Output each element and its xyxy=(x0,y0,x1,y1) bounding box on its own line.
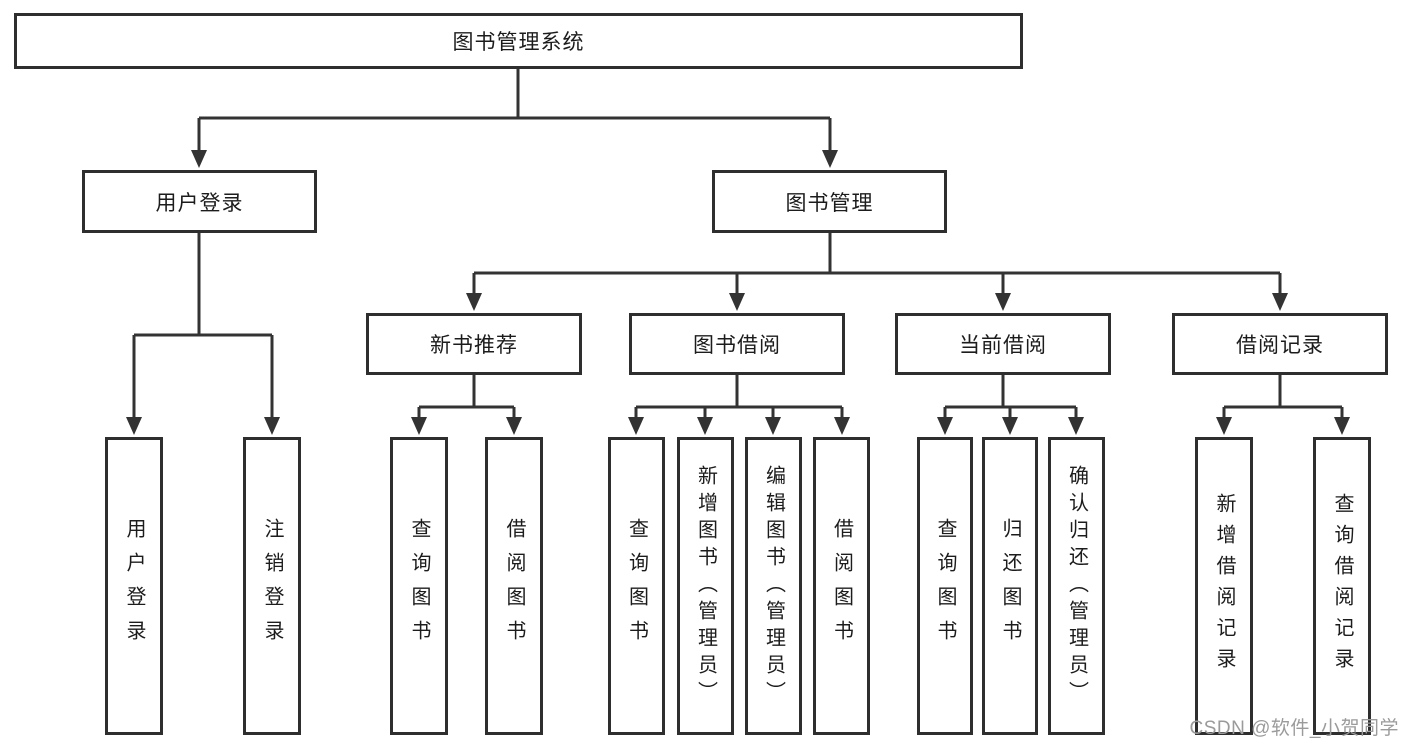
leaf-label: 查询图书 xyxy=(934,518,956,654)
leaf-borrow-books-recommend: 借阅图书 xyxy=(485,437,543,735)
leaf-borrow-books: 借阅图书 xyxy=(813,437,870,735)
node-user-login: 用户登录 xyxy=(82,170,317,233)
leaf-label: 编辑图书（管理员） xyxy=(762,464,785,708)
node-current-borrowing: 当前借阅 xyxy=(895,313,1111,375)
leaf-confirm-return-admin: 确认归还（管理员） xyxy=(1048,437,1105,735)
arrowhead-icons xyxy=(126,150,1350,435)
leaf-label: 查询图书 xyxy=(625,518,648,654)
leaf-label: 借阅图书 xyxy=(830,518,853,654)
leaf-add-books-admin: 新增图书（管理员） xyxy=(677,437,734,735)
leaf-add-borrow-record: 新增借阅记录 xyxy=(1195,437,1253,735)
leaf-label: 确认归还（管理员） xyxy=(1065,464,1088,708)
leaf-edit-books-admin: 编辑图书（管理员） xyxy=(745,437,802,735)
leaf-label: 注销登录 xyxy=(261,518,283,654)
leaf-query-books-current: 查询图书 xyxy=(917,437,973,735)
leaf-logout: 注销登录 xyxy=(243,437,301,735)
node-book-management: 图书管理 xyxy=(712,170,947,233)
node-root: 图书管理系统 xyxy=(14,13,1023,69)
node-book-borrowing: 图书借阅 xyxy=(629,313,845,375)
leaf-query-borrow-record: 查询借阅记录 xyxy=(1313,437,1371,735)
watermark: CSDN @软件_小贺同学 xyxy=(1189,718,1399,739)
leaf-label: 查询图书 xyxy=(408,518,430,654)
leaf-query-books-borrow: 查询图书 xyxy=(608,437,665,735)
leaf-return-books: 归还图书 xyxy=(982,437,1038,735)
leaf-label: 借阅图书 xyxy=(503,518,525,654)
leaf-label: 新增图书（管理员） xyxy=(694,464,717,708)
leaf-label: 新增借阅记录 xyxy=(1213,493,1235,679)
leaf-query-books-recommend: 查询图书 xyxy=(390,437,448,735)
leaf-label: 查询借阅记录 xyxy=(1331,493,1353,679)
leaf-label: 用户登录 xyxy=(123,518,145,654)
leaf-label: 归还图书 xyxy=(999,518,1021,654)
node-new-book-recommendation: 新书推荐 xyxy=(366,313,582,375)
node-borrowing-records: 借阅记录 xyxy=(1172,313,1388,375)
leaf-user-login: 用户登录 xyxy=(105,437,163,735)
